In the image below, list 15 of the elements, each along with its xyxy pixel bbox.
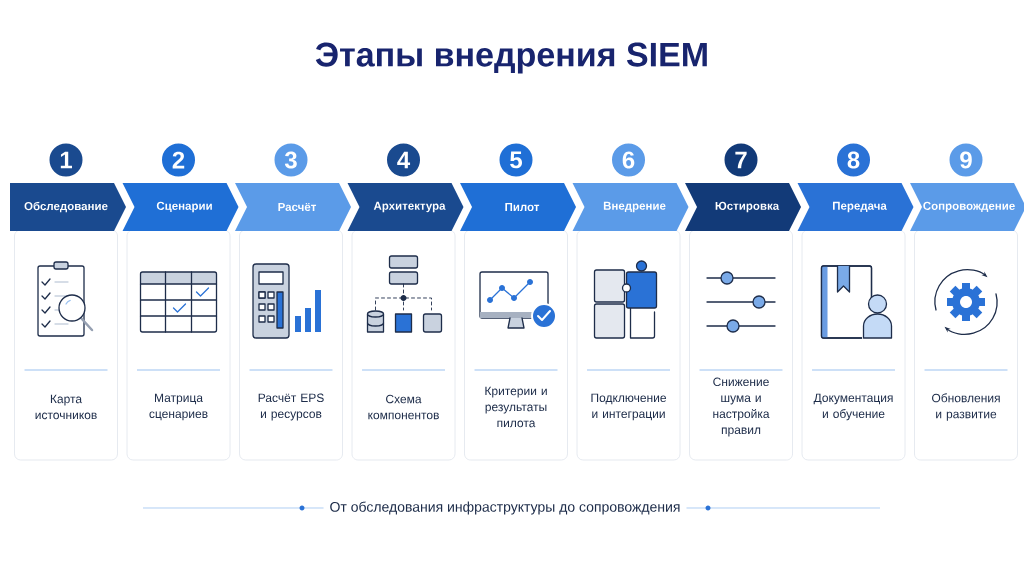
stage-header: Расчёт xyxy=(235,183,351,231)
title: Этапы внедрения SIEM xyxy=(315,42,707,74)
stage-card: Снижение шума и настройка правил xyxy=(689,229,793,461)
caption: От обследования инфраструктуры до сопровождения xyxy=(323,498,687,518)
stage-header: Сопровождение xyxy=(910,183,1024,231)
stage-header: Архитектура xyxy=(347,183,464,231)
stage-header: Внедрение xyxy=(572,183,689,231)
stage-card: Схема компонентов xyxy=(351,229,456,461)
stage-header: Передача xyxy=(797,183,914,231)
stage-card: Обновления и развитие xyxy=(914,229,1018,461)
stage-header: Юстировка xyxy=(685,183,801,231)
stage-card: Матрица сценариев xyxy=(126,229,231,461)
stage-header: Обследование xyxy=(10,183,126,231)
stage-header: Пилот xyxy=(460,183,576,231)
stage-header: Сценарии xyxy=(122,183,239,231)
